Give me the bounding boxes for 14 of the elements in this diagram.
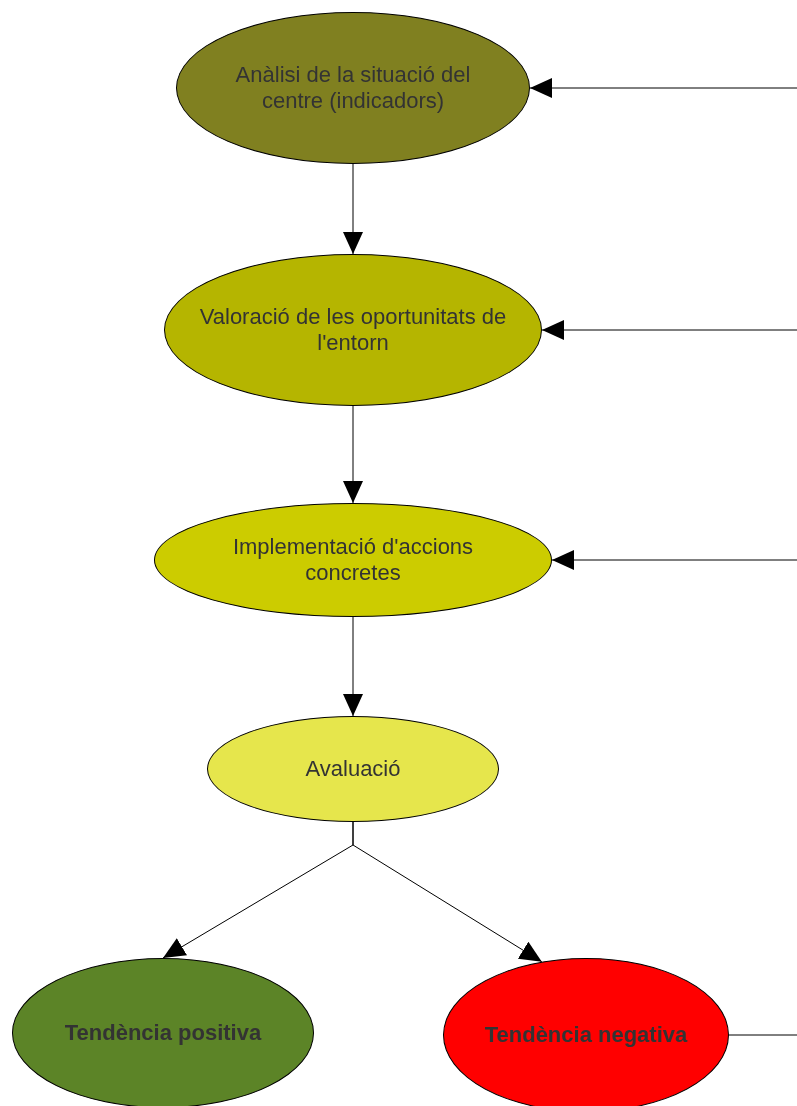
arrow (541, 320, 797, 340)
node-label: Anàlisi de la situació del centre (indicadors) (234, 61, 472, 115)
arrow (352, 821, 543, 963)
arrow (343, 405, 363, 504)
arrow (343, 163, 363, 255)
arrow (529, 78, 797, 98)
node-label: Valoració de les oportunitats de l'entorn (198, 303, 508, 357)
node-label: Tendència positiva (64, 1019, 262, 1047)
node-label: Avaluació (305, 755, 401, 783)
connector-line (728, 1034, 797, 1036)
node-label: Tendència negativa (484, 1021, 688, 1049)
arrow (343, 616, 363, 717)
arrow (551, 550, 797, 570)
node-label: Implementació d'accions concretes (231, 533, 475, 587)
